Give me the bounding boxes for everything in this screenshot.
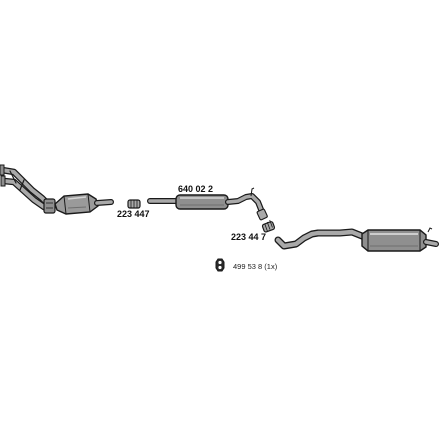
- middle-silencer-part-number: 640 02 2: [178, 184, 213, 194]
- front-clamp-part-number: 223 447: [117, 209, 150, 219]
- rear-silencer-assembly: [274, 227, 439, 252]
- rubber-mount-part-number: 499 53 8 (1x): [233, 262, 278, 271]
- rear-clamp-part-number: 223 44 7: [231, 232, 266, 242]
- rubber-mount-icon: [215, 258, 225, 272]
- rear-clamp: [261, 219, 276, 233]
- catalytic-converter: [54, 193, 114, 215]
- front-downpipe: [0, 164, 56, 214]
- middle-silencer-assembly: [147, 187, 268, 221]
- front-clamp: [127, 199, 141, 209]
